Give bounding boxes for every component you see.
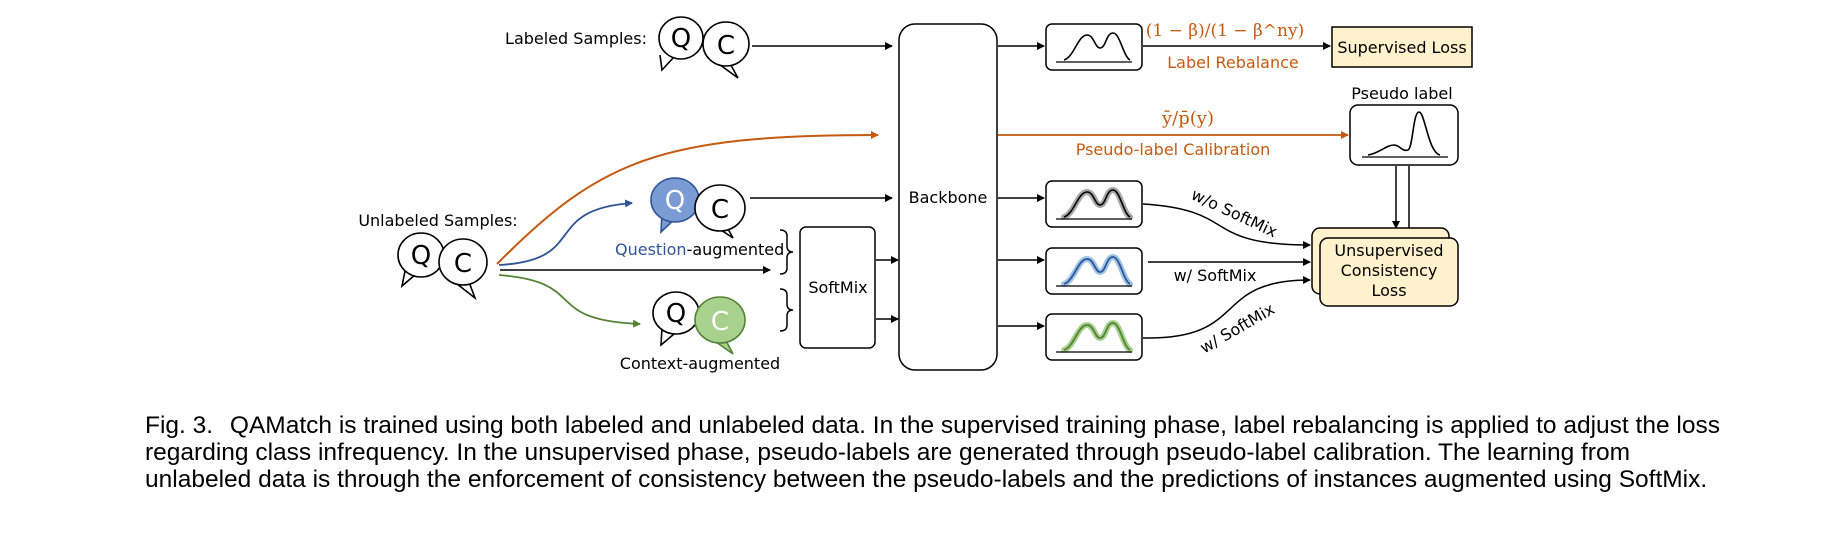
backbone-box	[898, 23, 998, 371]
svg-text:Q: Q	[665, 186, 685, 216]
context-augmented-label: Context-augmented	[620, 354, 780, 373]
caption-text: QAMatch is trained using both labeled an…	[145, 412, 1720, 493]
softmix-prediction-box-blue	[1045, 247, 1143, 295]
unsupervised-loss-line2: Consistency	[1341, 261, 1438, 280]
supervised-loss-label: Supervised Loss	[1337, 38, 1466, 57]
arrow-unlabeled-to-backbone-orange	[496, 131, 879, 265]
question-augmented-label: Question-augmented	[615, 240, 784, 259]
svg-text:Q: Q	[411, 241, 431, 271]
svg-text:C: C	[717, 31, 735, 61]
qamatch-diagram: Labeled Samples: Q C Unlabeled Samples: …	[358, 16, 1473, 373]
supervised-loss-box	[1331, 26, 1473, 68]
w-softmix-label-mid: w/ SoftMix	[1174, 266, 1257, 285]
figure-caption: Fig. 3. QAMatch is trained using both la…	[145, 412, 1725, 493]
backbone-label: Backbone	[909, 188, 988, 207]
labeled-samples-label: Labeled Samples:	[505, 29, 647, 48]
pseudo-label-title: Pseudo label	[1351, 84, 1452, 103]
labeled-q-bubble: Q	[658, 16, 704, 72]
calibration-formula: ȳ/p̄(y)	[1161, 108, 1214, 129]
brace-context-aug	[779, 288, 794, 332]
context-aug-c-bubble: C	[694, 296, 746, 355]
arrow-unlabeled-to-context-aug	[498, 274, 641, 328]
pseudo-label-box	[1349, 104, 1459, 166]
unsupervised-loss-line1: Unsupervised	[1334, 241, 1443, 260]
rebalance-formula: (1 − β)/(1 − β^ny)	[1146, 21, 1304, 41]
unsupervised-loss-box	[1319, 237, 1459, 307]
w-softmix-label-low: w/ SoftMix	[1197, 299, 1278, 357]
unlabeled-samples-label: Unlabeled Samples:	[358, 211, 517, 230]
arrow-question-pred-to-loss	[1142, 203, 1311, 249]
svg-text:Q: Q	[666, 299, 686, 329]
arrow-green-pred-to-loss	[1142, 276, 1311, 339]
labeled-c-bubble: C	[702, 21, 750, 79]
question-aug-prediction-box	[1045, 180, 1143, 228]
question-aug-c-bubble: C	[694, 184, 746, 239]
softmix-box	[799, 226, 876, 349]
figure-number: Fig. 3.	[145, 412, 214, 439]
brace-question-aug	[779, 229, 794, 275]
svg-text:C: C	[454, 249, 472, 279]
svg-text:C: C	[711, 195, 729, 225]
label-rebalance-label: Label Rebalance	[1167, 53, 1298, 72]
pseudo-label-calibration-label: Pseudo-label Calibration	[1076, 140, 1271, 159]
softmix-label: SoftMix	[808, 278, 867, 297]
arrow-unlabeled-to-question-aug	[498, 199, 633, 266]
unlabeled-c-bubble: C	[438, 238, 488, 301]
softmix-prediction-box-green	[1045, 313, 1143, 361]
svg-text:Q: Q	[671, 24, 691, 54]
unsupervised-loss-line3: Loss	[1371, 281, 1406, 300]
unlabeled-q-bubble: Q	[397, 232, 445, 289]
svg-text:C: C	[711, 307, 729, 337]
question-aug-q-bubble: Q	[650, 177, 700, 234]
context-aug-q-bubble: Q	[652, 291, 700, 347]
labeled-prediction-box	[1045, 23, 1143, 71]
